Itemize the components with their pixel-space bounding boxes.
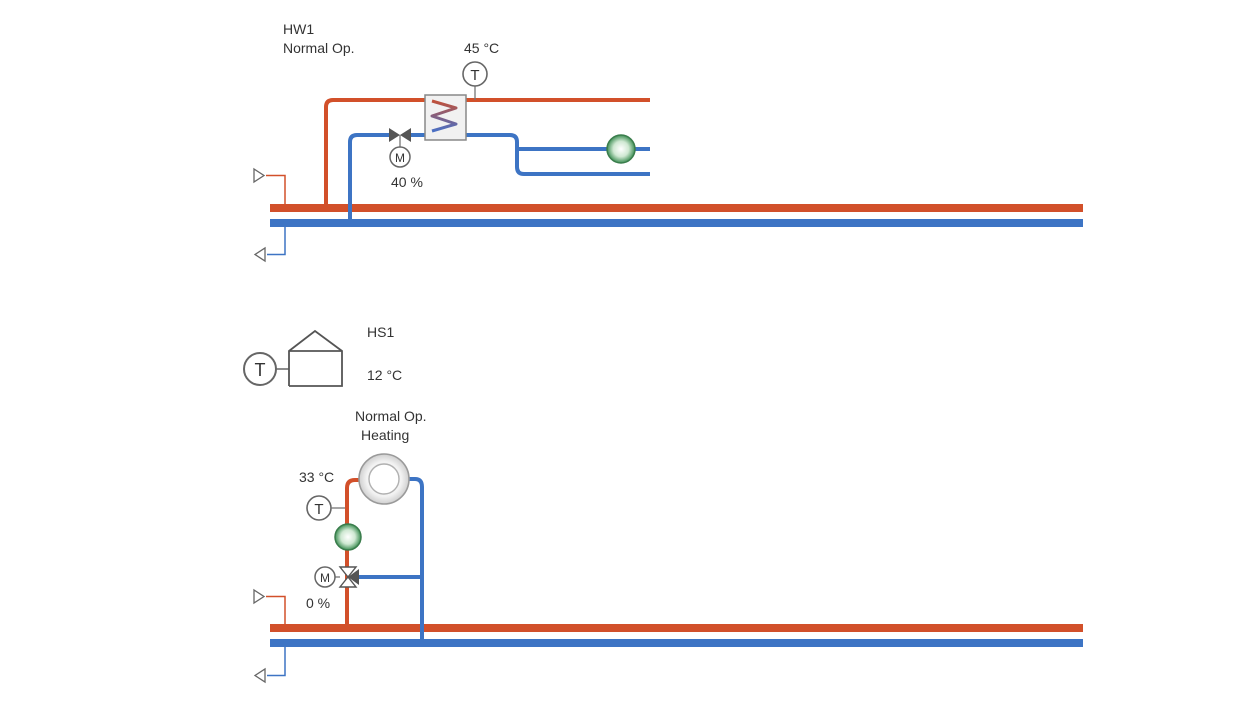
dhw-valve-position: 40 % (391, 174, 423, 190)
dhw-temperature: 45 °C (464, 40, 500, 56)
heating-pump-icon (334, 523, 362, 551)
heating-valve-position: 0 % (306, 595, 331, 611)
heating-name: HS1 (367, 324, 395, 340)
heating-motor-letter: M (320, 571, 330, 585)
heating-return-outlet-marker (253, 647, 286, 684)
mixing-valve-motor-icon: M (314, 566, 336, 588)
dhw-temp-sensor-letter: T (470, 67, 479, 84)
dhw-valve-motor-icon: M (389, 146, 411, 168)
dhw-supply-riser (324, 98, 650, 205)
flow-temperature: 33 °C (299, 469, 335, 485)
dhw-supply-inlet-marker (253, 167, 286, 204)
dhw-exchanger-secondary-pipe (411, 133, 650, 151)
outdoor-sensor-letter: T (255, 360, 266, 380)
heating-mode: Heating (361, 427, 410, 443)
heat-exchanger-icon (424, 94, 467, 141)
outdoor-sensor-icon: T (243, 352, 277, 386)
dhw-return-riser (348, 133, 389, 220)
heating-supply-inlet-marker (253, 588, 286, 624)
dhw-circulation-pump-icon (606, 134, 636, 164)
flow-temp-sensor-letter: T (314, 501, 323, 518)
heating-flow-riser (345, 478, 365, 625)
dhw-valve-icon (389, 128, 411, 147)
dhw-motor-letter: M (395, 151, 405, 165)
dhw-status: Normal Op. (283, 40, 355, 56)
radiator-icon (358, 453, 410, 505)
heating-return-riser (405, 477, 424, 640)
flow-temp-sensor-icon: T (306, 495, 332, 521)
dhw-circuit: M T (253, 61, 1083, 263)
dhw-name: HW1 (283, 21, 315, 37)
mixing-valve-icon (338, 566, 359, 588)
building-icon (288, 329, 343, 387)
heating-circuit: T (243, 329, 1083, 684)
dhw-cold-return-pipe (515, 149, 650, 176)
room-temperature: 12 °C (367, 367, 403, 383)
heating-status: Normal Op. (355, 408, 427, 424)
dhw-temp-sensor-icon: T (462, 61, 488, 87)
dhw-return-outlet-marker (253, 227, 286, 263)
